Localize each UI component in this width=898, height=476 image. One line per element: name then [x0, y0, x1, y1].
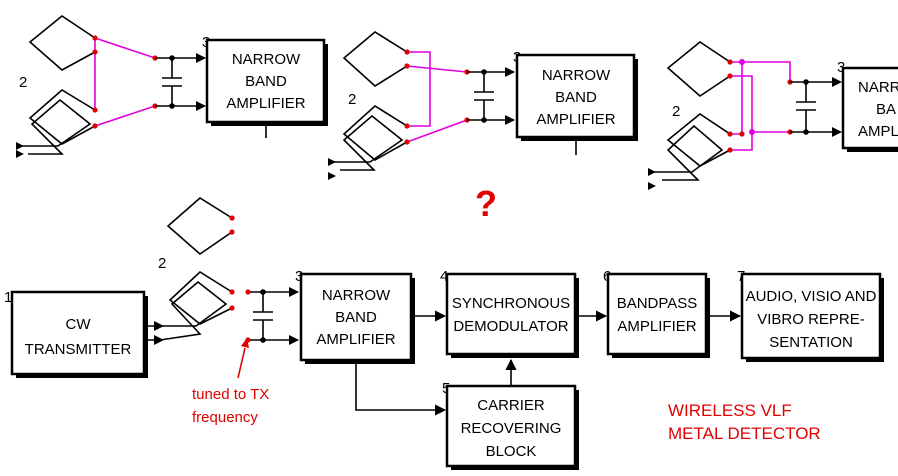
block-line: BAND	[245, 73, 287, 90]
magenta-wiring	[94, 37, 156, 127]
magenta-wiring	[406, 51, 468, 143]
block-number: 3	[837, 59, 845, 76]
receive-coil-lower	[342, 105, 408, 161]
receive-coil-upper	[166, 197, 233, 256]
top-variant-1: 2 3 NARROW BAND AMPLIFIER	[16, 15, 328, 158]
top-variant-2: 2 3 NARROW BAND AMPLIFIER	[328, 31, 638, 180]
main-chain: 1 CW TRANSMITTER 2 tuned to TX frequency…	[4, 197, 884, 470]
block-line: BANDPASS	[617, 295, 698, 312]
block-line: BA	[876, 101, 896, 118]
block-number: 3	[295, 268, 303, 285]
block-line: BLOCK	[486, 443, 537, 460]
receive-coil-lower	[666, 113, 731, 167]
narrow-band-amplifier-block	[515, 53, 636, 139]
transmit-coil	[330, 114, 404, 171]
block-line: NARR	[858, 79, 898, 96]
block-line: AMPL	[858, 123, 898, 140]
block-line: RECOVERING	[461, 420, 562, 437]
block-line: NARROW	[232, 51, 301, 68]
narrow-band-amplifier-block	[841, 66, 898, 150]
coil-label: 2	[348, 91, 356, 108]
block-line: AMPLIFIER	[617, 318, 696, 335]
block-line: AMPLIFIER	[226, 95, 305, 112]
block-line: NARROW	[322, 287, 391, 304]
block-number: 1	[4, 289, 12, 306]
receive-coil-lower	[28, 89, 96, 145]
receive-coil-lower	[168, 270, 233, 325]
block-line: SYNCHRONOUS	[452, 295, 570, 312]
coil-label: 2	[672, 103, 680, 120]
block-line: NARROW	[542, 67, 611, 84]
tuning-capacitor	[155, 57, 205, 107]
annotation-line: tuned to TX	[192, 386, 269, 403]
block-line: AMPLIFIER	[536, 111, 615, 128]
block-line: CARRIER	[477, 397, 545, 414]
block-line: BAND	[555, 89, 597, 106]
block-line: VIBRO REPRE-	[757, 311, 865, 328]
bandpass-amplifier-block	[606, 272, 708, 356]
block-line: SENTATION	[769, 334, 853, 351]
narrow-band-amplifier-block	[299, 272, 413, 362]
block-line: AUDIO, VISIO AND	[746, 288, 877, 305]
audio-visio-vibro-block	[740, 272, 882, 360]
title-line: WIRELESS VLF	[668, 401, 792, 420]
annotation-line: frequency	[192, 409, 258, 426]
annotation-arrow	[237, 347, 246, 379]
top-variant-3: 2 3 NARR BA AMPL	[648, 41, 898, 190]
question-mark: ?	[475, 183, 497, 224]
coil-label: 2	[158, 255, 166, 272]
block-line: DEMODULATOR	[453, 318, 568, 335]
synchronous-demodulator-block	[445, 272, 577, 356]
coil-label: 2	[19, 74, 27, 91]
cw-transmitter-block	[10, 290, 146, 376]
block-number: 4	[440, 268, 448, 285]
magenta-wiring	[730, 61, 791, 151]
connector-3-to-5	[355, 360, 447, 416]
transmit-coil	[650, 124, 724, 181]
tuning-capacitor	[467, 71, 514, 121]
receive-coil-upper	[666, 41, 731, 98]
block-line: BAND	[335, 309, 377, 326]
transmit-coil	[144, 280, 228, 341]
receive-coil-upper	[342, 31, 408, 87]
block-line: CW	[66, 316, 92, 333]
tuning-capacitor	[248, 291, 298, 341]
carrier-recovering-block	[445, 384, 577, 468]
block-line: TRANSMITTER	[25, 341, 132, 358]
tuning-capacitor	[790, 81, 840, 133]
receive-coil-upper	[28, 15, 96, 71]
title-line: METAL DETECTOR	[668, 424, 821, 443]
block-line: AMPLIFIER	[316, 331, 395, 348]
transmit-coil	[16, 98, 92, 155]
